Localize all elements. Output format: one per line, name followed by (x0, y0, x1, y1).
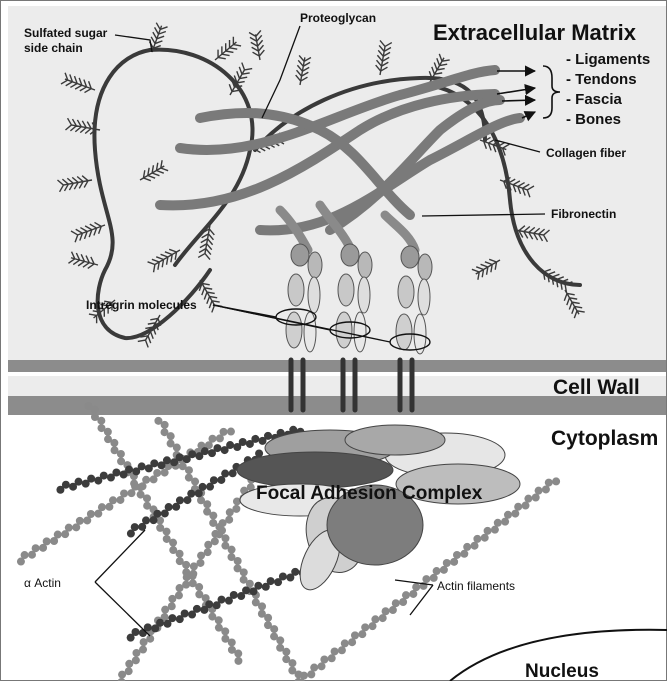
cell-wall-label: Cell Wall (553, 376, 640, 399)
focal-adhesion-label: Focal Adhesion Complex (256, 483, 483, 504)
ecm-title: Extracellular Matrix (433, 20, 637, 45)
tissue-item-bones: - Bones (566, 111, 621, 128)
nucleus-label: Nucleus (525, 661, 599, 681)
sulfated-label-line2: side chain (24, 41, 83, 55)
tissue-item-ligaments: - Ligaments (566, 51, 650, 68)
cytoplasm-label: Cytoplasm (551, 427, 658, 450)
sulfated-label-line1: Sulfated sugar (24, 26, 108, 40)
tissue-item-tendons: - Tendons (566, 71, 637, 88)
integrin-label: Intregrin molecules (86, 298, 197, 312)
collagen-fiber-label: Collagen fiber (546, 146, 626, 160)
alpha-actin-label: α Actin (24, 576, 61, 590)
tissue-item-fascia: - Fascia (566, 91, 623, 108)
proteoglycan-label: Proteoglycan (300, 11, 376, 25)
actin-filaments-label: Actin filaments (437, 579, 515, 593)
fibronectin-label: Fibronectin (551, 207, 616, 221)
